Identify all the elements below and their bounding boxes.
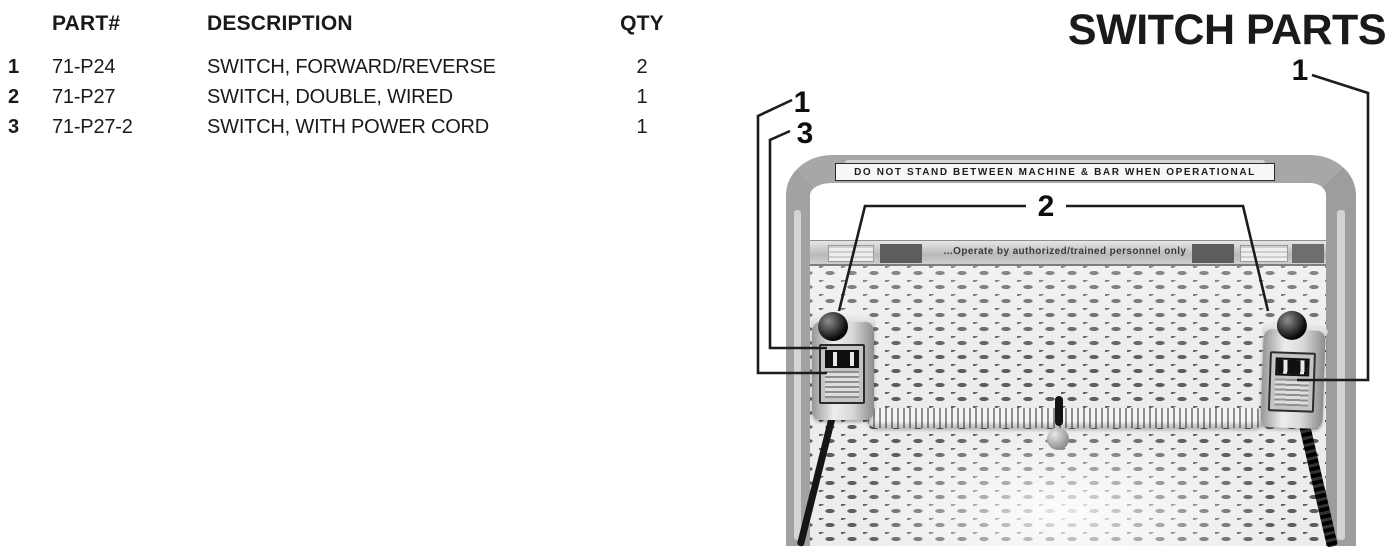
switch-knob	[818, 312, 848, 341]
row-item-number: 1	[8, 56, 19, 78]
switch-pictogram	[825, 350, 859, 368]
page-title: SWITCH PARTS	[1067, 6, 1387, 54]
switch-label-text-lines	[1274, 378, 1309, 407]
coiled-cord	[867, 408, 1265, 428]
cord-center-connector	[1047, 428, 1069, 450]
left-switch	[810, 311, 876, 420]
row-qty: 2	[636, 56, 648, 78]
row-item-number: 3	[8, 116, 19, 138]
cord-center-pin	[1055, 396, 1063, 426]
row-part-number: 71-P27	[52, 86, 116, 108]
right-switch	[1260, 310, 1329, 430]
frame-highlight	[794, 210, 801, 540]
row-qty: 1	[636, 116, 648, 138]
callout-1-left: 1	[793, 86, 811, 119]
callout-2-center: 2	[1037, 190, 1055, 223]
switch-label-text-lines	[825, 371, 859, 398]
table-row: 1 71-P24 SWITCH, FORWARD/REVERSE 2	[8, 56, 677, 86]
frame-highlight	[1337, 210, 1345, 540]
row-qty: 1	[636, 86, 648, 108]
warning-label: DO NOT STAND BETWEEN MACHINE & BAR WHEN …	[835, 163, 1275, 181]
header-description: DESCRIPTION	[207, 12, 353, 35]
header-part-number: PART#	[52, 12, 121, 35]
table-row: 2 71-P27 SWITCH, DOUBLE, WIRED 1	[8, 86, 677, 116]
mesh-screen	[797, 266, 1332, 546]
row-part-number: 71-P24	[52, 56, 116, 78]
row-description: SWITCH, DOUBLE, WIRED	[207, 86, 453, 108]
row-part-number: 71-P27-2	[52, 116, 133, 138]
callout-1-right: 1	[1291, 54, 1309, 87]
table-row: 3 71-P27-2 SWITCH, WITH POWER CORD 1	[8, 116, 677, 146]
switch-label-panel	[819, 344, 865, 404]
callout-3-left: 3	[796, 117, 814, 150]
parts-table: PART# DESCRIPTION QTY 1 71-P24 SWITCH, F…	[8, 12, 677, 146]
header-qty: QTY	[620, 12, 664, 35]
machine-photo: ...Operate by authorized/trained personn…	[745, 140, 1390, 548]
switch-pictogram	[1275, 357, 1310, 377]
row-item-number: 2	[8, 86, 19, 108]
switch-label-panel	[1267, 351, 1316, 413]
parts-table-header: PART# DESCRIPTION QTY	[8, 12, 677, 36]
row-description: SWITCH, WITH POWER CORD	[207, 116, 490, 138]
row-description: SWITCH, FORWARD/REVERSE	[207, 56, 496, 78]
rail-label-text: ...Operate by authorized/trained personn…	[943, 246, 1187, 257]
